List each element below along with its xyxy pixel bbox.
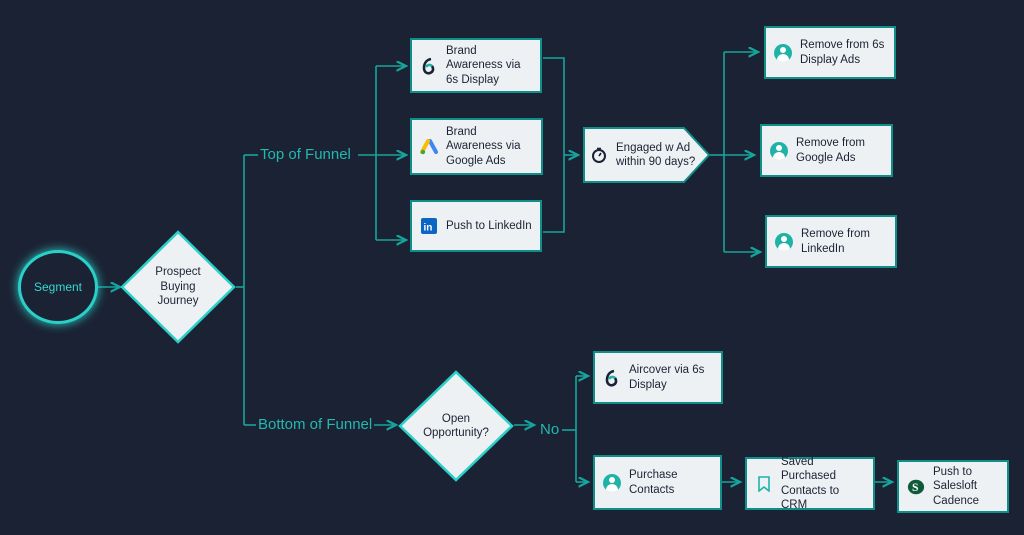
brand-awareness-6s-node[interactable]: Brand Awareness via 6s Display xyxy=(410,38,542,93)
sixsense-icon xyxy=(603,369,621,387)
remove-linkedin-node[interactable]: Remove from LinkedIn xyxy=(765,215,897,268)
aircover-label: Aircover via 6s Display xyxy=(629,364,705,391)
contact-icon xyxy=(775,232,793,251)
engaged-label: Engaged w Ad within 90 days? xyxy=(616,141,696,168)
remove-6s-node[interactable]: Remove from 6s Display Ads xyxy=(764,26,896,79)
salesloft-label: Push to Salesloft Cadence xyxy=(933,465,980,507)
top-funnel-label: Top of Funnel xyxy=(260,146,351,163)
diamond-shape xyxy=(120,230,236,344)
brand-awareness-google-node[interactable]: Brand Awareness via Google Ads xyxy=(410,118,543,175)
remove-linkedin-label: Remove from LinkedIn xyxy=(801,228,871,255)
engaged-decision[interactable]: Engaged w Ad within 90 days? xyxy=(582,126,712,184)
saved-contacts-node[interactable]: Saved Purchased Contacts to CRM xyxy=(745,455,875,511)
segment-label: Segment xyxy=(33,280,83,294)
prospect-decision[interactable]: Prospect Buying Journey xyxy=(120,230,236,344)
brand-6s-label: Brand Awareness via 6s Display xyxy=(446,44,521,86)
stopwatch-icon xyxy=(590,146,608,164)
push-linkedin-node[interactable]: in Push to LinkedIn xyxy=(410,200,542,252)
bookmark-icon xyxy=(755,475,773,493)
bottom-funnel-label: Bottom of Funnel xyxy=(258,416,373,433)
arrow-shape xyxy=(583,127,711,183)
prospect-label: Prospect Buying Journey xyxy=(155,266,201,308)
brand-google-label: Brand Awareness via Google Ads xyxy=(446,125,521,167)
no-label: No xyxy=(540,421,560,438)
segment-node[interactable]: Segment xyxy=(18,250,98,324)
aircover-node[interactable]: Aircover via 6s Display xyxy=(593,351,723,404)
purchase-contacts-node[interactable]: Purchase Contacts xyxy=(593,455,722,510)
purchase-label: Purchase Contacts xyxy=(629,469,678,496)
sixsense-icon xyxy=(420,57,438,75)
svg-text:S: S xyxy=(912,481,919,494)
google-ads-icon xyxy=(420,138,438,156)
contact-icon xyxy=(603,473,621,492)
contact-icon xyxy=(774,43,792,62)
open-opportunity-decision[interactable]: Open Opportunity? xyxy=(398,370,514,482)
remove-google-node[interactable]: Remove from Google Ads xyxy=(760,124,893,177)
remove-google-label: Remove from Google Ads xyxy=(796,137,866,164)
contact-icon xyxy=(770,141,788,160)
salesloft-node[interactable]: S Push to Salesloft Cadence xyxy=(897,460,1009,513)
diamond-shape xyxy=(398,370,514,482)
remove-6s-label: Remove from 6s Display Ads xyxy=(800,39,885,66)
salesloft-icon: S xyxy=(907,478,925,496)
linkedin-icon: in xyxy=(420,217,438,235)
svg-text:in: in xyxy=(424,223,433,234)
saved-label: Saved Purchased Contacts to CRM xyxy=(781,455,840,511)
open-opportunity-label: Open Opportunity? xyxy=(423,412,489,439)
linkedin-label: Push to LinkedIn xyxy=(446,219,532,232)
